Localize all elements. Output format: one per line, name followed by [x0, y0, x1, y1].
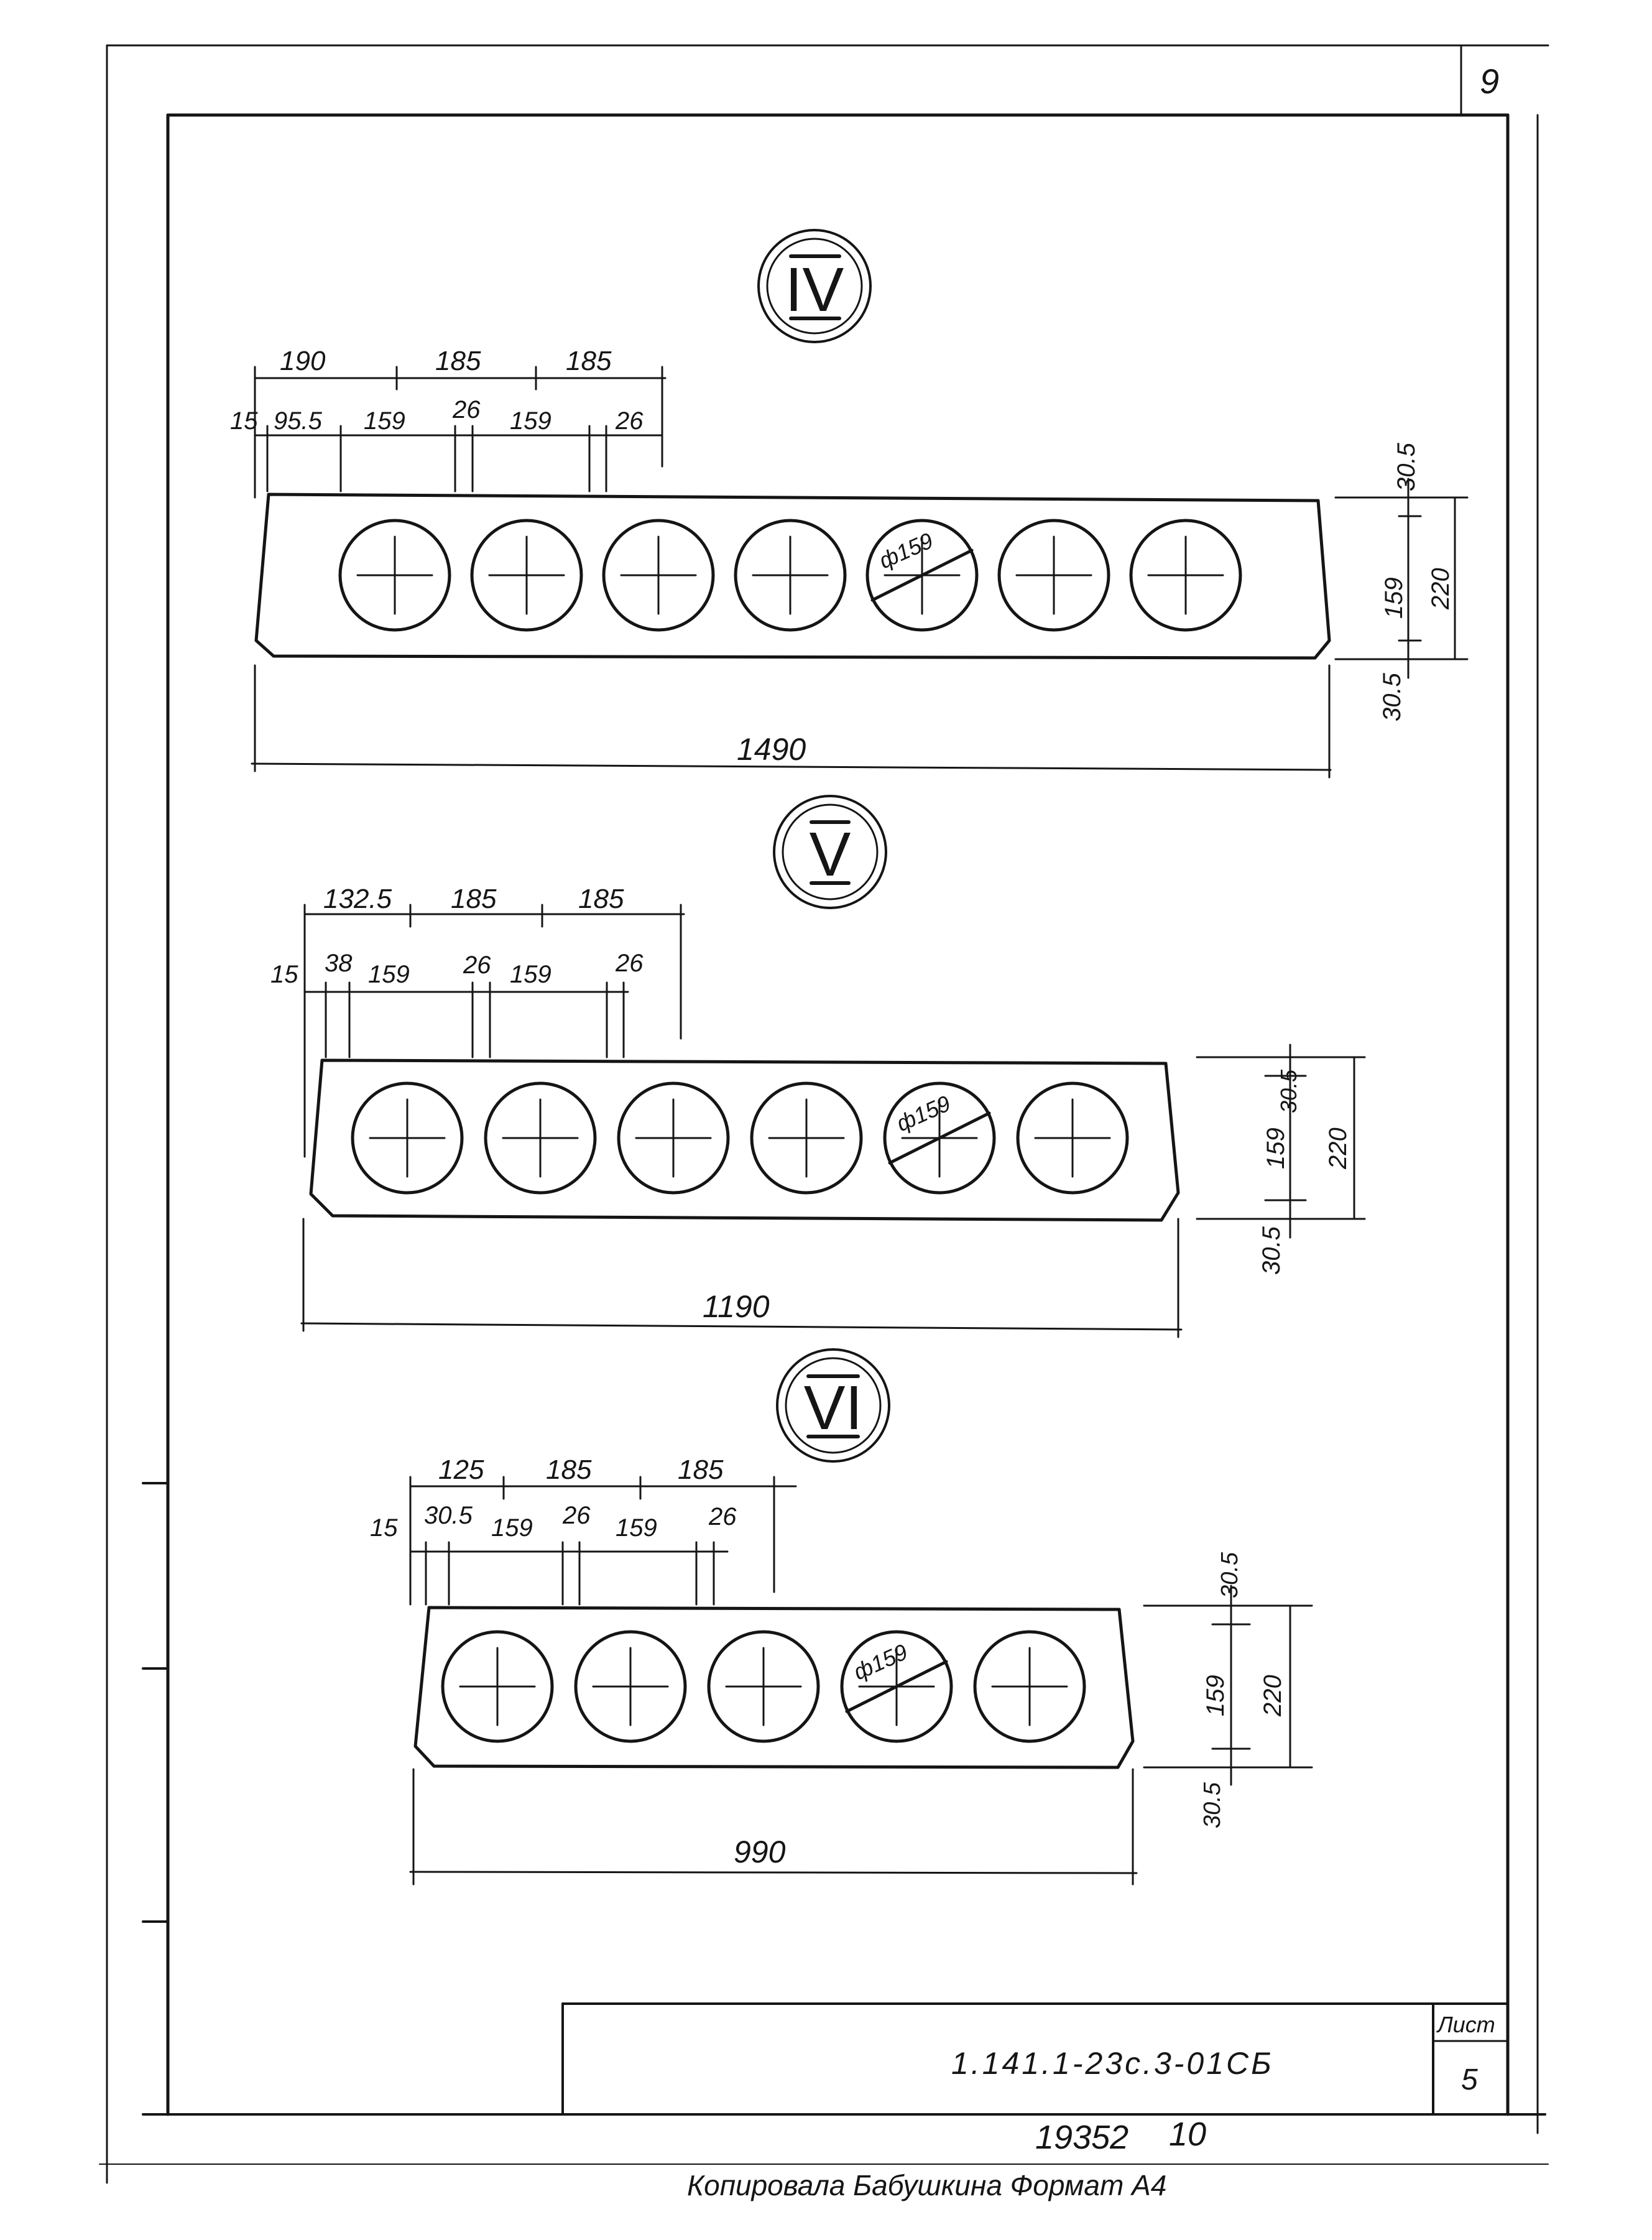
- dim-vi-r2-2: 159: [491, 1514, 533, 1542]
- section-mark-iv: [757, 229, 872, 343]
- dim-iv-side-bottom: 30.5: [1378, 672, 1406, 721]
- panel-outline-iv: [254, 493, 1331, 660]
- archive-number: 19352: [1035, 2119, 1128, 2156]
- archive-suffix: 10: [1169, 2116, 1206, 2153]
- section-mark-v: [773, 795, 887, 909]
- dim-vi-width: 990: [734, 1835, 786, 1869]
- dim-iv-side-middle: 159: [1380, 577, 1408, 619]
- dim-vi-r2-1: 30.5: [424, 1502, 473, 1529]
- hole-vi-5: [973, 1630, 1086, 1743]
- hole-vi-1: [441, 1630, 554, 1743]
- section-label-v: V: [810, 820, 851, 889]
- hole-v-3: [617, 1081, 730, 1195]
- dim-iv-r1-0: 190: [280, 346, 326, 376]
- dim-v-r2-2: 159: [368, 961, 410, 988]
- section-label-iv: IV: [785, 255, 844, 325]
- dim-vi-side-middle: 159: [1202, 1675, 1229, 1716]
- dim-iv-r2-5: 26: [615, 407, 644, 435]
- hole-vi-2: [574, 1630, 687, 1743]
- hole-vi-3: [707, 1630, 820, 1743]
- dim-v-r1-0: 132.5: [323, 884, 392, 914]
- dim-v-r2-4: 159: [510, 961, 551, 988]
- panel-outline-vi: [413, 1606, 1135, 1769]
- dim-v-side-middle: 159: [1262, 1127, 1290, 1169]
- dim-vi-r1-0: 125: [438, 1455, 484, 1485]
- dim-vi-r1-1: 185: [546, 1455, 592, 1485]
- dim-vi-r2-3: 26: [562, 1502, 591, 1529]
- hole-iv-3: [602, 519, 715, 632]
- dim-iv-r2-2: 159: [364, 407, 405, 435]
- dim-iv-r2-1: 95.5: [274, 407, 323, 435]
- hole-iv-6: [997, 519, 1110, 632]
- dim-vi-side-top: 30.5: [1217, 1552, 1243, 1598]
- section-label-vi: VI: [804, 1373, 862, 1443]
- diameter-line-iv: [870, 548, 974, 602]
- dim-vi-side-bottom: 30.5: [1199, 1782, 1225, 1828]
- dim-v-width: 1190: [703, 1289, 770, 1324]
- drawing-designation: 1.141.1-23с.3-01СБ: [951, 2046, 1274, 2081]
- hole-iv-5: [865, 519, 979, 632]
- diameter-line-vi: [845, 1660, 948, 1713]
- title-block: [561, 2002, 1509, 2116]
- dim-iv-r2-4: 159: [510, 407, 551, 435]
- dim-vi-r2-0: 15: [370, 1514, 398, 1542]
- hole-iv-7: [1129, 519, 1242, 632]
- dim-v-side-top: 30.5: [1276, 1069, 1301, 1113]
- hole-vi-4: [840, 1630, 953, 1743]
- page-number: 9: [1480, 62, 1499, 101]
- holes-v: ф159: [351, 1081, 1129, 1195]
- dim-iv-r1-2: 185: [566, 346, 612, 376]
- dim-vi-r2-5: 26: [708, 1503, 737, 1530]
- dim-iv-side-top: 30.5: [1393, 442, 1420, 491]
- hole-iv-2: [470, 519, 583, 632]
- dim-iv-r2-3: 26: [452, 396, 481, 423]
- dim-v-r1-1: 185: [451, 884, 497, 914]
- panel-outline-v: [309, 1058, 1180, 1222]
- dim-iv-width: 1490: [737, 732, 806, 767]
- holes-iv: ф159: [338, 519, 1242, 632]
- sheet-number: 5: [1461, 2063, 1478, 2096]
- hole-v-5: [883, 1081, 996, 1195]
- hole-v-6: [1016, 1081, 1129, 1195]
- holes-vi: ф159: [441, 1630, 1086, 1743]
- dim-vi-r2-4: 159: [616, 1514, 657, 1542]
- dim-vi-r1-2: 185: [678, 1455, 724, 1485]
- dim-iv-r2-0: 15: [230, 407, 258, 435]
- sheet-label: Лист: [1436, 2012, 1495, 2037]
- dim-v-side-total: 220: [1324, 1127, 1352, 1170]
- dim-v-r1-2: 185: [578, 884, 624, 914]
- dim-iv-side-total: 220: [1427, 568, 1454, 610]
- dim-v-r2-1: 38: [325, 950, 353, 977]
- hole-v-4: [750, 1081, 863, 1195]
- footer-note: Копировала Бабушкина Формат А4: [687, 2169, 1166, 2201]
- dim-v-r2-5: 26: [615, 950, 644, 977]
- hole-iv-4: [734, 519, 847, 632]
- hole-v-1: [351, 1081, 464, 1195]
- dim-iv-r1-1: 185: [435, 346, 481, 376]
- diameter-line-v: [888, 1111, 991, 1165]
- dim-v-r2-3: 26: [463, 951, 491, 979]
- dim-vi-side-total: 220: [1259, 1675, 1286, 1717]
- dim-v-side-bottom: 30.5: [1258, 1226, 1285, 1275]
- dim-v-r2-0: 15: [270, 961, 298, 988]
- hole-iv-1: [338, 519, 451, 632]
- section-mark-vi: [776, 1348, 890, 1463]
- dimension-lines: [251, 366, 1469, 1886]
- sheet-frame: [99, 44, 1549, 2184]
- hole-v-2: [484, 1081, 597, 1195]
